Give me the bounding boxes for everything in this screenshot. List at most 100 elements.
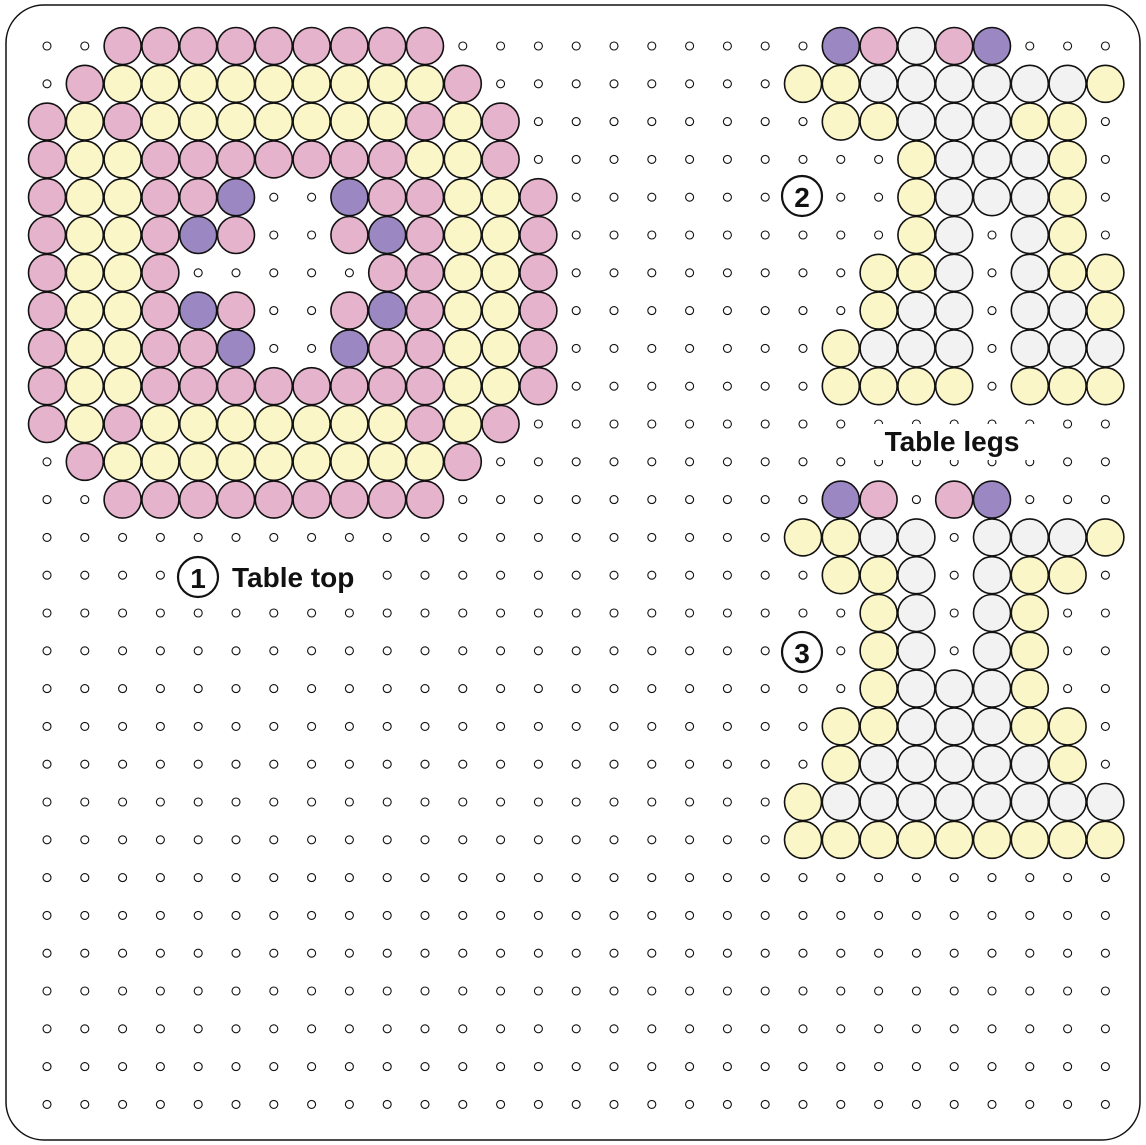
peg <box>497 571 505 579</box>
peg <box>572 269 580 277</box>
peg <box>194 647 202 655</box>
bead-yellow <box>369 406 406 443</box>
peg <box>799 609 807 617</box>
bead-white <box>1049 519 1086 556</box>
peg <box>421 609 429 617</box>
bead-white <box>860 65 897 102</box>
bead-pink <box>444 443 481 480</box>
bead-white <box>974 519 1011 556</box>
peg <box>421 987 429 995</box>
bead-yellow <box>180 406 217 443</box>
peg <box>383 836 391 844</box>
peg <box>912 987 920 995</box>
peg <box>345 987 353 995</box>
peg <box>610 269 618 277</box>
peg <box>837 987 845 995</box>
peg <box>723 382 731 390</box>
bead-white <box>1011 330 1048 367</box>
peg <box>308 647 316 655</box>
peg <box>799 231 807 239</box>
bead-pink <box>29 254 66 291</box>
bead-pink <box>331 141 368 178</box>
bead-pink <box>482 406 519 443</box>
peg <box>648 685 656 693</box>
peg <box>723 344 731 352</box>
peg <box>1064 1025 1072 1033</box>
bead-pink <box>142 217 179 254</box>
bead-pink <box>218 368 255 405</box>
peg <box>648 798 656 806</box>
peg <box>194 949 202 957</box>
peg <box>837 1025 845 1033</box>
bead-white <box>1049 65 1086 102</box>
bead-yellow <box>482 292 519 329</box>
peg <box>270 609 278 617</box>
peg <box>686 420 694 428</box>
peg <box>572 987 580 995</box>
bead-yellow <box>1087 519 1124 556</box>
peg <box>497 533 505 541</box>
bead-white <box>898 595 935 632</box>
peg <box>43 1100 51 1108</box>
peg <box>761 533 769 541</box>
peg <box>799 42 807 50</box>
peg <box>497 722 505 730</box>
peg <box>534 155 542 163</box>
peg <box>686 307 694 315</box>
peg <box>1064 458 1072 466</box>
peg <box>1101 155 1109 163</box>
peg <box>572 231 580 239</box>
bead-yellow <box>1011 708 1048 745</box>
peg <box>1064 647 1072 655</box>
peg <box>383 911 391 919</box>
bead-purple <box>331 179 368 216</box>
peg <box>270 911 278 919</box>
bead-pink <box>407 330 444 367</box>
peg <box>232 647 240 655</box>
peg <box>232 533 240 541</box>
peg <box>988 911 996 919</box>
peg <box>232 685 240 693</box>
peg <box>761 155 769 163</box>
peg <box>119 685 127 693</box>
bead-pink <box>407 481 444 518</box>
bead-white <box>898 670 935 707</box>
bead-white <box>936 330 973 367</box>
peg <box>648 760 656 768</box>
bead-yellow <box>369 103 406 140</box>
peg <box>610 80 618 88</box>
peg <box>383 1025 391 1033</box>
bead-pink <box>218 28 255 65</box>
peg <box>761 42 769 50</box>
peg <box>988 1063 996 1071</box>
peg <box>875 987 883 995</box>
bead-purple <box>822 28 859 65</box>
peg <box>723 458 731 466</box>
peg <box>572 155 580 163</box>
peg <box>497 874 505 882</box>
bead-pink <box>369 481 406 518</box>
bead-yellow <box>444 179 481 216</box>
bead-yellow <box>860 595 897 632</box>
peg <box>572 874 580 882</box>
peg <box>156 874 164 882</box>
bead-white <box>974 103 1011 140</box>
peg <box>119 874 127 882</box>
peg <box>648 344 656 352</box>
peg <box>119 949 127 957</box>
peg <box>194 269 202 277</box>
peg <box>799 155 807 163</box>
peg <box>761 647 769 655</box>
bead-pink <box>66 65 103 102</box>
peg <box>1064 987 1072 995</box>
bead-yellow <box>104 217 141 254</box>
bead-yellow <box>142 103 179 140</box>
peg <box>345 609 353 617</box>
peg <box>648 155 656 163</box>
bead-yellow <box>822 746 859 783</box>
peg <box>459 1100 467 1108</box>
bead-white <box>1087 330 1124 367</box>
peg <box>156 609 164 617</box>
peg <box>837 911 845 919</box>
